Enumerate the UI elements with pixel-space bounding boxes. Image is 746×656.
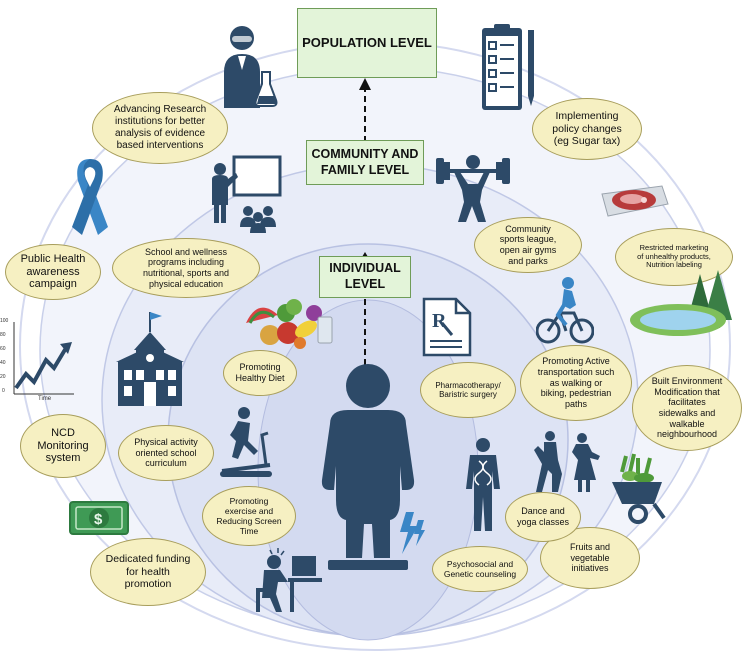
oval-sports: Community sports league, open air gyms a…	[474, 217, 582, 273]
label-transport: Promoting Active transportation such as …	[537, 356, 615, 409]
obese-person-on-scale-icon	[321, 364, 415, 570]
label-marketing: Restricted marketing of unhealthy produc…	[637, 242, 711, 270]
label-dance: Dance and yoga classes	[516, 506, 570, 527]
individual-level-box: INDIVIDUAL LEVEL	[319, 256, 411, 298]
label-exercise: Promoting exercise and Reducing Screen T…	[216, 495, 282, 537]
weightlifter-icon	[436, 155, 510, 222]
meat-package-icon	[601, 185, 669, 217]
individual-level-label: INDIVIDUAL LEVEL	[329, 261, 401, 291]
chart-ytick: 40	[0, 360, 6, 366]
fruits-vegetables-icon	[246, 299, 333, 349]
wheelbarrow-veg-icon	[612, 453, 666, 524]
chart-ytick: 100	[0, 318, 9, 324]
population-level-box: POPULATION LEVEL	[297, 8, 437, 78]
oval-diet: Promoting Healthy Diet	[223, 350, 297, 396]
label-fruits: Fruits and vegetable initiatives	[569, 542, 611, 574]
oval-funding: Dedicated funding for health promotion	[90, 538, 206, 606]
oval-policy: Implementing policy changes (eg Sugar ta…	[532, 98, 642, 160]
oval-exercise: Promoting exercise and Reducing Screen T…	[202, 486, 296, 546]
oval-psycho: Psychosocial and Genetic counseling	[432, 546, 528, 592]
oval-marketing: Restricted marketing of unhealthy produc…	[615, 228, 733, 286]
oval-built-environment: Built Environment Modification that faci…	[632, 365, 742, 451]
label-psycho: Psychosocial and Genetic counseling	[443, 558, 517, 579]
treadmill-runner-icon	[220, 407, 272, 477]
scientist-icon	[224, 26, 278, 108]
label-physical-curriculum: Physical activity oriented school curric…	[134, 437, 198, 469]
oval-research: Advancing Research institutions for bett…	[92, 92, 228, 164]
money-icon: $	[69, 501, 129, 535]
chart-ytick: 80	[0, 332, 6, 338]
stressed-computer-user-icon	[256, 548, 322, 612]
cyclist-icon	[536, 277, 594, 344]
lightning-icon	[400, 512, 425, 554]
dancers-icon	[534, 431, 600, 492]
dna-person-icon	[466, 438, 500, 531]
svg-text:R: R	[432, 310, 447, 332]
chart-ytick: 20	[0, 374, 6, 380]
teacher-board-icon	[212, 155, 282, 233]
awareness-ribbon-icon	[72, 159, 108, 235]
label-school: School and wellness programs including n…	[142, 246, 230, 289]
label-built-environment: Built Environment Modification that faci…	[651, 376, 723, 440]
oval-ncd: NCD Monitoring system	[20, 414, 106, 478]
oval-pharma: Pharmacotherapy/ Baristric surgery	[420, 362, 516, 418]
label-ncd: NCD Monitoring system	[37, 426, 89, 465]
oval-public-health: Public Health awareness campaign	[5, 244, 101, 300]
community-level-label: COMMUNITY AND FAMILY LEVEL	[311, 146, 419, 177]
prescription-icon: R	[422, 297, 472, 357]
label-policy: Implementing policy changes (eg Sugar ta…	[552, 110, 622, 148]
chart-ytick-list: 100 80 60 40 20 0	[0, 318, 14, 398]
label-funding: Dedicated funding for health promotion	[105, 553, 191, 591]
oval-physical-curriculum: Physical activity oriented school curric…	[118, 425, 214, 481]
label-sports: Community sports league, open air gyms a…	[499, 223, 557, 266]
oval-dance: Dance and yoga classes	[505, 492, 581, 542]
label-public-health: Public Health awareness campaign	[20, 252, 86, 291]
arrowhead-2	[359, 78, 371, 90]
checklist-icon	[482, 24, 534, 110]
label-diet: Promoting Healthy Diet	[235, 362, 285, 383]
oval-transport: Promoting Active transportation such as …	[520, 345, 632, 421]
label-research: Advancing Research institutions for bett…	[113, 104, 207, 151]
oval-school: School and wellness programs including n…	[112, 238, 260, 298]
svg-text:$: $	[94, 511, 103, 528]
pond-park-icon	[630, 304, 726, 336]
community-level-box: COMMUNITY AND FAMILY LEVEL	[306, 140, 424, 185]
population-level-label: POPULATION LEVEL	[302, 34, 432, 50]
label-pharma: Pharmacotherapy/ Baristric surgery	[435, 380, 501, 399]
chart-xlabel: Time	[38, 396, 52, 402]
chart-ytick: 60	[0, 346, 6, 352]
school-building-icon	[116, 312, 184, 406]
monitoring-chart-icon	[13, 322, 74, 395]
chart-ytick: 0	[2, 388, 5, 394]
